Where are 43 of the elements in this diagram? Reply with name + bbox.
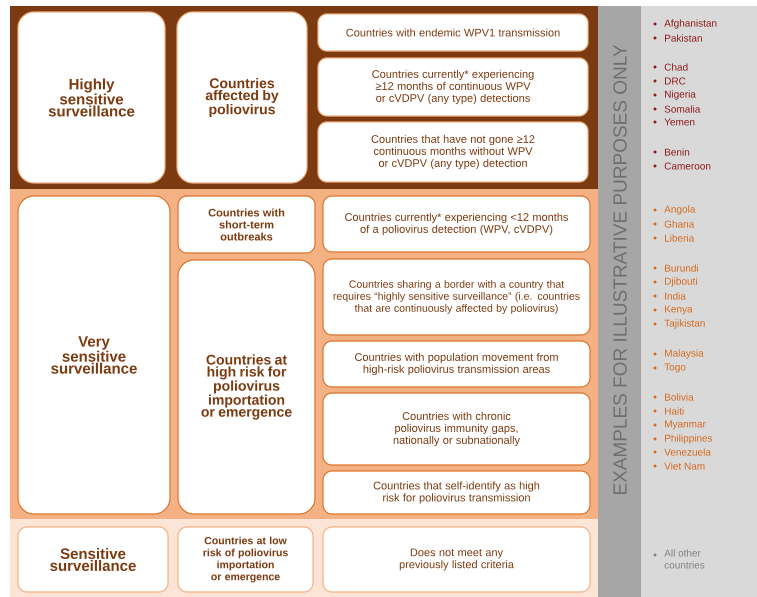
country-list-item: Tajikistan xyxy=(654,319,705,329)
country-list-item: Philippines xyxy=(654,434,712,444)
country-group-box: Countries at low risk of poliovirus importation or emergence xyxy=(177,526,314,593)
country-list-item: Afghanistan xyxy=(654,19,716,29)
country-list-item: Burundi xyxy=(654,264,698,272)
country-list-item: Bolivia xyxy=(654,393,694,401)
country-list-item: Djibouti xyxy=(654,277,697,287)
country-list-item: Viet Nam xyxy=(654,462,704,470)
country-list-item: All other countries xyxy=(654,549,704,569)
country-group-box: Countries affected by poliovirus xyxy=(176,11,308,184)
surveillance-level-box: Sensitive surveillance xyxy=(17,526,169,593)
criteria-box: Countries with endemic WPV1 transmission xyxy=(317,13,589,52)
criteria-box: Does not meet any previously listed criteria xyxy=(322,526,591,593)
surveillance-level-box: Highly sensitive surveillance xyxy=(17,11,166,184)
criteria-box: Countries that have not gone ≥12 continuous months without WPV or cVDPV (any type) detection xyxy=(317,121,589,183)
criteria-box: Countries sharing a border with a country that requires “highly sensitive surveillance” (i.e. countries that are continuously affected by poliovirus) xyxy=(322,258,591,336)
country-list-item: Venezuela xyxy=(654,448,711,456)
country-list-item: Myanmar xyxy=(654,420,706,430)
country-group-box: Countries with short-term outbreaks xyxy=(177,195,316,254)
country-list-item: DRC xyxy=(654,77,686,85)
country-list-item: Nigeria xyxy=(654,90,696,100)
criteria-box: Countries with chronic poliovirus immunity gaps, nationally or subnationally xyxy=(322,392,591,466)
country-list-item: Cameroon xyxy=(654,162,710,170)
criteria-box: Countries currently* experiencing ≥12 months of continuous WPV or cVDPV (any type) detections xyxy=(317,57,589,117)
country-list-item: Kenya xyxy=(654,306,693,314)
surveillance-level-box: Very sensitive surveillance xyxy=(17,195,171,515)
criteria-box: Countries currently* experiencing <12 months of a poliovirus detection (WPV, cVDPV) xyxy=(322,195,591,253)
country-group-box: Countries at high risk for poliovirus importation or emergence xyxy=(177,259,316,515)
country-list-item: Haiti xyxy=(654,407,684,415)
country-list-item: Somalia xyxy=(654,105,700,113)
country-list-item: Malaysia xyxy=(654,349,704,359)
country-list-item: Togo xyxy=(654,364,686,372)
country-list-item: Ghana xyxy=(654,220,694,228)
country-list-item: India xyxy=(654,292,686,300)
criteria-box: Countries that self-identify as high risk for poliovirus transmission xyxy=(322,470,591,515)
criteria-box: Countries with population movement from high-risk poliovirus transmission areas xyxy=(322,340,591,388)
country-list-item: Liberia xyxy=(654,234,694,242)
country-list-item: Chad xyxy=(654,63,688,71)
country-list-item: Benin xyxy=(654,148,690,156)
country-list-item: Angola xyxy=(654,205,696,215)
country-list-item: Yemen xyxy=(654,118,694,126)
country-list-item: Pakistan xyxy=(654,34,702,42)
vertical-banner-text: EXAMPLES FOR ILLUSTRATIVE PURPOSES ONLY xyxy=(613,44,627,494)
